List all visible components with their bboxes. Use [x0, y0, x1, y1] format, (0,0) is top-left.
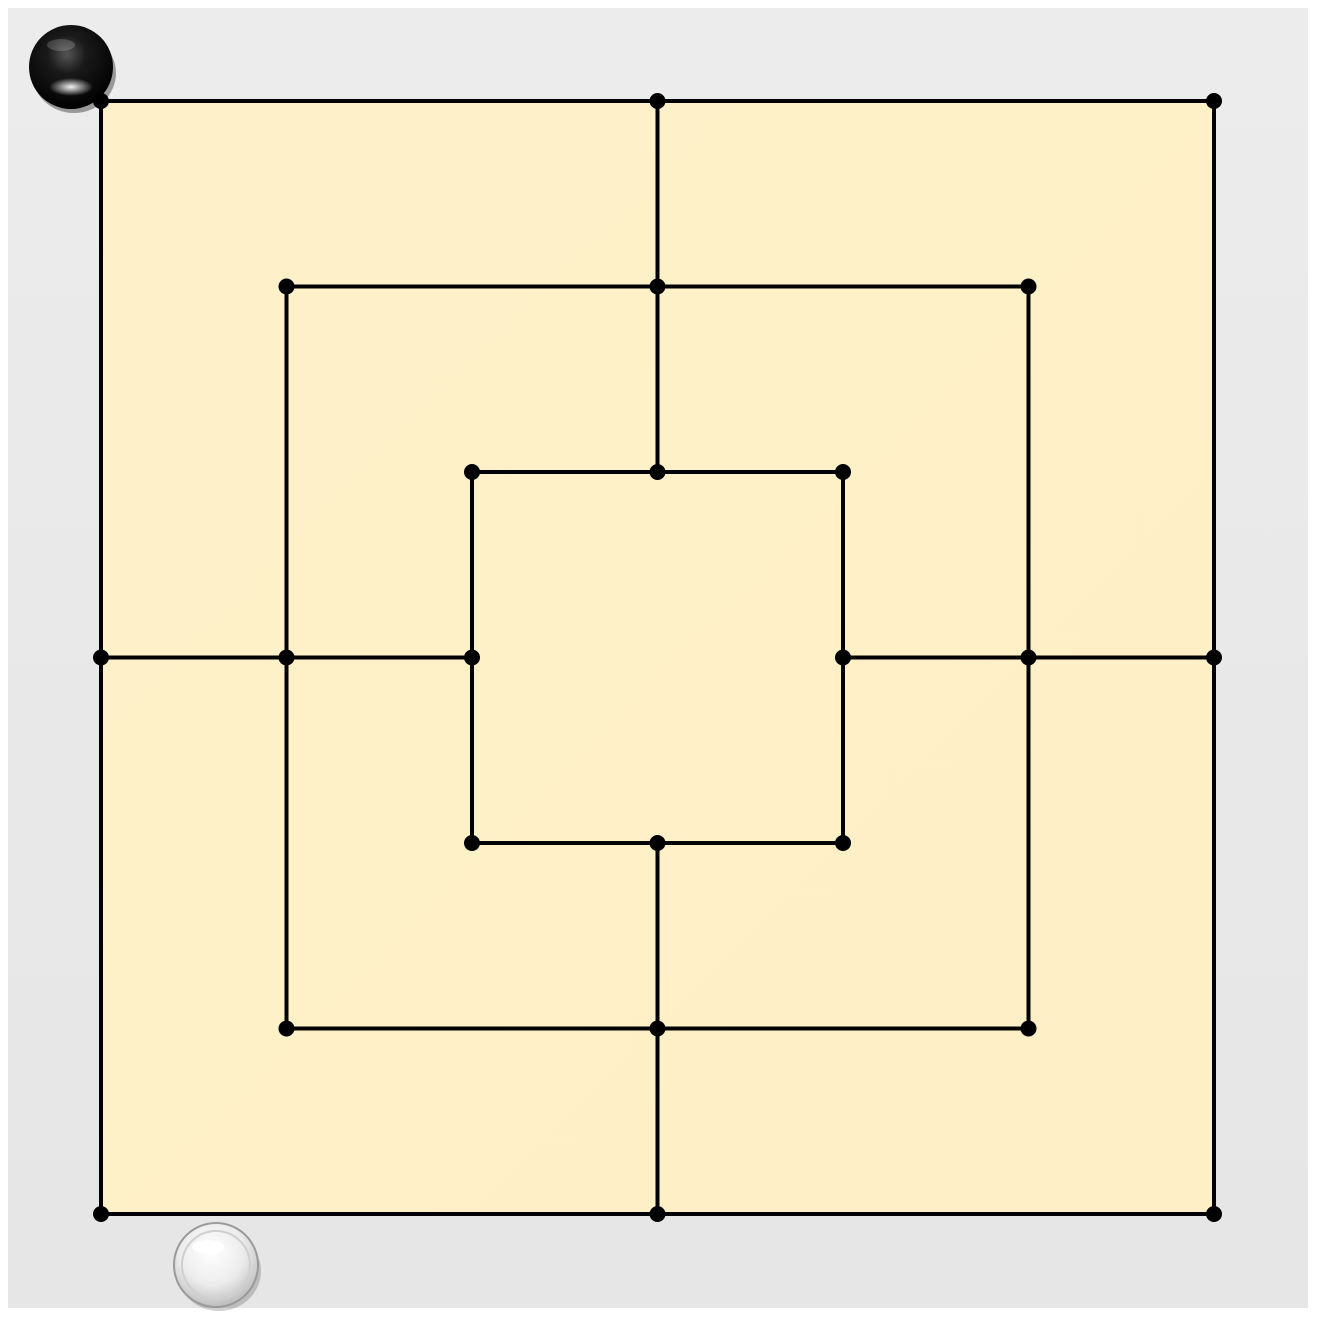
board-point-c4[interactable]	[464, 649, 480, 666]
board-point-g7[interactable]	[1206, 93, 1222, 109]
white-piece[interactable]	[173, 1222, 261, 1311]
board-point-e5[interactable]	[835, 464, 851, 480]
board-point-f2[interactable]	[1020, 1020, 1037, 1037]
board-point-f4[interactable]	[1020, 649, 1037, 666]
board-point-b2[interactable]	[278, 1020, 295, 1037]
board-point-e4[interactable]	[835, 649, 851, 666]
board-point-a4[interactable]	[93, 649, 109, 666]
board-point-d1[interactable]	[649, 1206, 666, 1222]
board-point-d5[interactable]	[649, 464, 666, 480]
board-point-d7[interactable]	[649, 93, 666, 109]
board-point-c5[interactable]	[464, 464, 480, 480]
board-point-d2[interactable]	[649, 1020, 666, 1037]
board-point-c3[interactable]	[464, 835, 480, 851]
board-point-d3[interactable]	[649, 835, 666, 851]
board-point-a1[interactable]	[93, 1206, 109, 1222]
reserve-pieces	[29, 25, 261, 1311]
board-point-e3[interactable]	[835, 835, 851, 851]
board-point-b6[interactable]	[278, 278, 295, 295]
board-point-d6[interactable]	[649, 278, 666, 295]
board-point-f6[interactable]	[1020, 278, 1037, 295]
board-point-g1[interactable]	[1206, 1206, 1222, 1222]
board-point-b4[interactable]	[278, 649, 295, 666]
board-point-g4[interactable]	[1206, 649, 1222, 666]
board-points	[93, 93, 1222, 1222]
black-piece[interactable]	[29, 25, 116, 113]
